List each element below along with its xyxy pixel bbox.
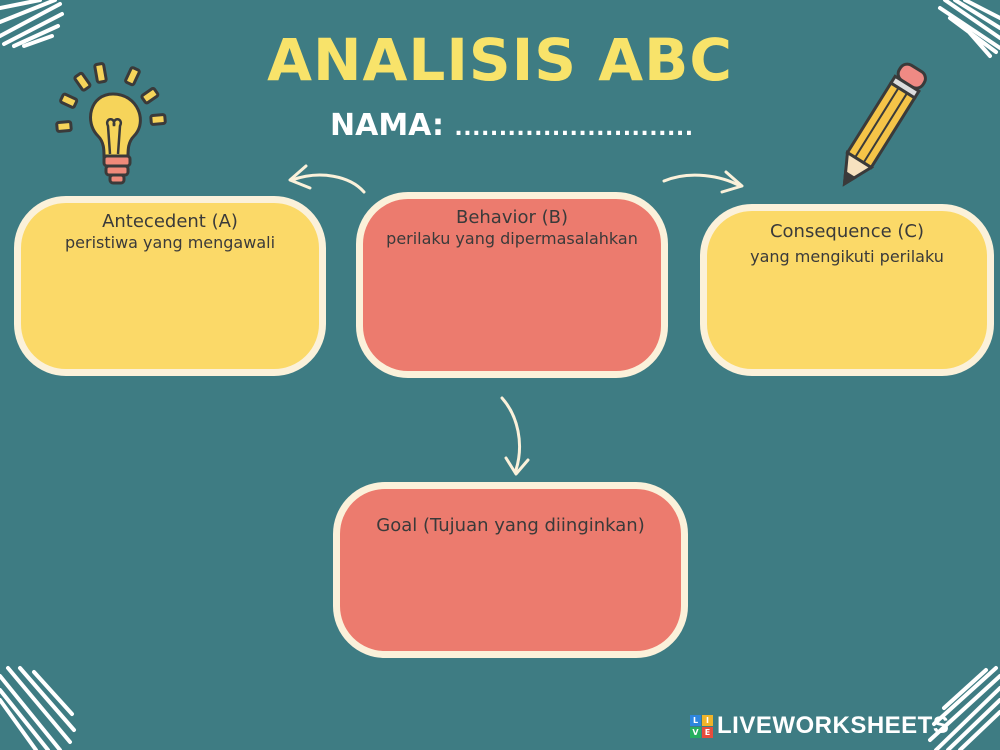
goal-box[interactable]: Goal (Tujuan yang diinginkan) [333, 482, 688, 658]
page-title: ANALISIS ABC [0, 26, 1000, 94]
badge-letter-e: E [702, 727, 713, 738]
antecedent-subtitle: peristiwa yang mengawali [21, 233, 319, 253]
arrow-down-icon [502, 398, 528, 474]
consequence-heading: Consequence (C) [707, 221, 987, 243]
liveworksheets-badge-icon: L I V E [690, 715, 713, 738]
liveworksheets-brand: LIVEWORKSHEETS [717, 712, 949, 740]
behavior-box[interactable]: Behavior (B) perilaku yang dipermasalahk… [356, 192, 668, 378]
antecedent-heading: Antecedent (A) [21, 211, 319, 233]
behavior-heading: Behavior (B) [363, 207, 661, 229]
name-blank[interactable]: ........................... [454, 116, 693, 141]
name-label: NAMA: [330, 108, 444, 143]
consequence-subtitle: yang mengikuti perilaku [707, 247, 987, 267]
badge-letter-v: V [690, 727, 701, 738]
badge-letter-l: L [690, 715, 701, 726]
consequence-box[interactable]: Consequence (C) yang mengikuti perilaku [700, 204, 994, 376]
liveworksheets-logo: L I V E LIVEWORKSHEETS [690, 712, 949, 740]
name-field[interactable]: NAMA: ........................... [330, 108, 694, 143]
arrow-right-icon [664, 172, 742, 192]
goal-heading: Goal (Tujuan yang diinginkan) [340, 515, 681, 537]
behavior-subtitle: perilaku yang dipermasalahkan [363, 229, 661, 249]
antecedent-box[interactable]: Antecedent (A) peristiwa yang mengawali [14, 196, 326, 376]
badge-letter-i: I [702, 715, 713, 726]
arrow-left-icon [290, 166, 364, 192]
